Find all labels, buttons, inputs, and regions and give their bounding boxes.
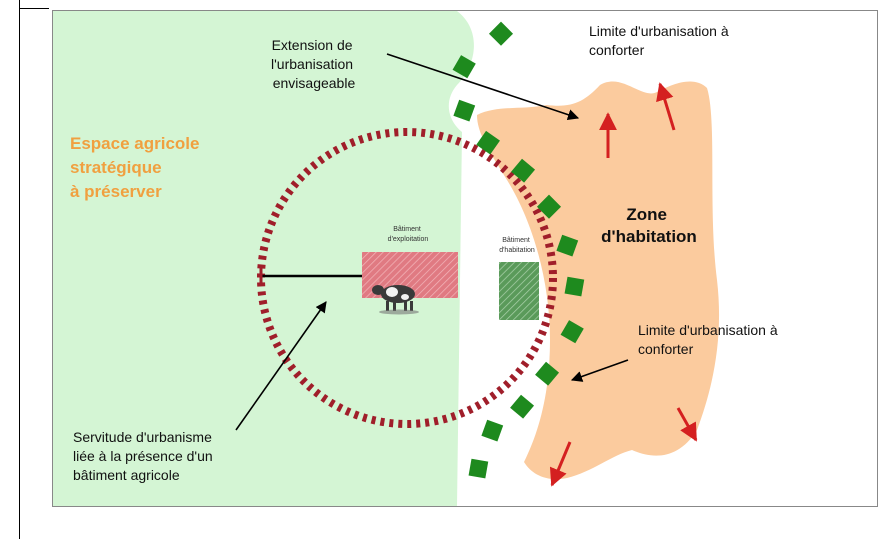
extension-label: Extension de l'urbanisation envisageable: [271, 37, 357, 91]
limit-square: [468, 458, 489, 479]
red-arrow: [549, 441, 572, 487]
red-arrow: [676, 407, 698, 442]
agricultural-zone-label: Espace agricole stratégique à préserver: [70, 134, 204, 201]
urbanisation-limit-squares: [452, 21, 585, 479]
servitude-label: Servitude d'urbanisme liée à la présence…: [73, 429, 217, 483]
servitude-pointer-arrow: [235, 301, 327, 431]
habitation-zone-label: Zone d'habitation: [601, 205, 697, 246]
exploitation-building-label: Bâtiment d'exploitation: [388, 226, 429, 243]
extension-pointer-arrow: [386, 53, 580, 121]
limit-square: [453, 99, 476, 122]
limit-square: [535, 361, 560, 386]
limit-right-pointer-arrow: [570, 359, 629, 382]
urban-planning-diagram: Bâtiment d'exploitation Bâtiment d'habit…: [52, 10, 878, 507]
left-border-line: [19, 0, 20, 539]
red-expansion-arrows: [549, 82, 698, 487]
cow-icon: [372, 285, 419, 315]
red-arrow: [656, 82, 676, 131]
pointer-arrows: [235, 53, 629, 431]
limit-square: [556, 234, 579, 257]
limit-right-label: Limite d'urbanisation à conforter: [638, 322, 782, 357]
limit-square: [564, 276, 585, 297]
habitation-building: [499, 262, 539, 320]
limit-square: [511, 158, 536, 183]
habitation-building-label: Bâtiment d'habitation: [499, 237, 535, 254]
servitude-perimeter-circle: [257, 128, 557, 428]
limit-square: [481, 419, 504, 442]
habitation-zone: [477, 81, 720, 480]
top-border-tick: [19, 8, 49, 9]
limit-square: [488, 21, 514, 46]
limit-square: [560, 320, 584, 344]
limit-square: [510, 394, 535, 419]
limit-square: [476, 130, 500, 155]
limit-square: [452, 55, 476, 79]
limit-top-label: Limite d'urbanisation à conforter: [589, 23, 733, 58]
